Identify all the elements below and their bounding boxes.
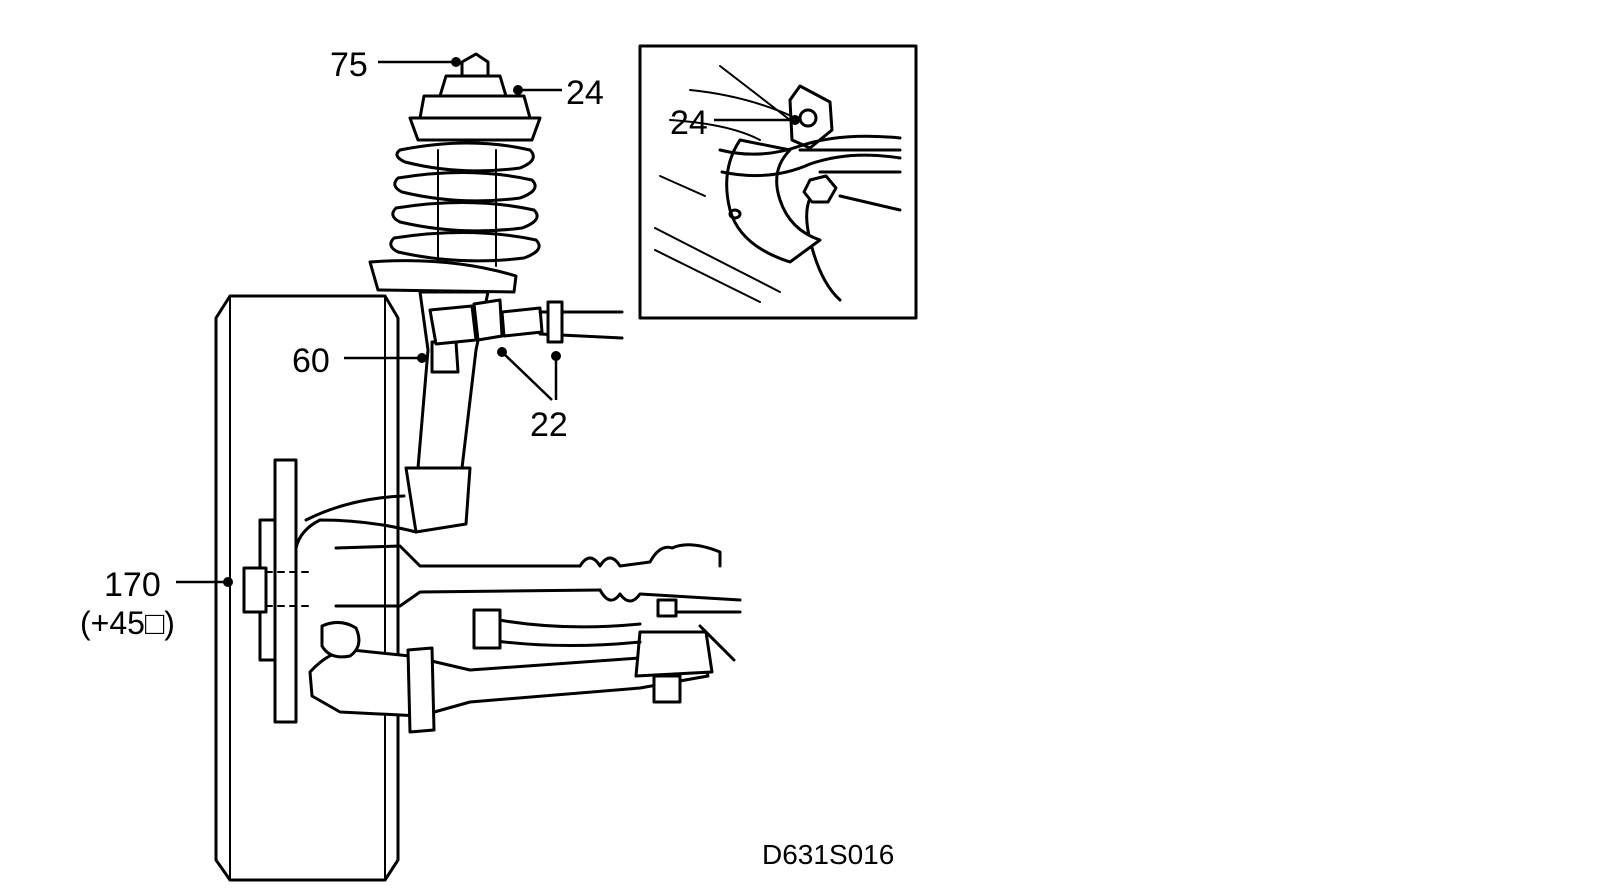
wheel — [214, 294, 400, 882]
hub-nut-label: 170 — [104, 566, 161, 604]
spring-strut — [294, 52, 624, 550]
lower-control-arm — [308, 598, 742, 734]
strut-top-nut-label: 75 — [330, 46, 368, 84]
figure-code: D631S016 — [762, 839, 894, 870]
drive-shaft — [334, 543, 742, 608]
hub-nut-extra-label: (+45□) — [80, 605, 175, 641]
inset-clamp-bolt-label: 24 — [670, 104, 708, 142]
steering-rod-nut-label: 60 — [292, 342, 330, 380]
inset-detail: 24 — [638, 44, 918, 320]
callouts: 75 24 60 22 170 (+45□) — [80, 46, 604, 641]
stabilizer-link-nuts-label: 22 — [530, 406, 568, 444]
top-mount-bolts-label: 24 — [566, 74, 604, 112]
